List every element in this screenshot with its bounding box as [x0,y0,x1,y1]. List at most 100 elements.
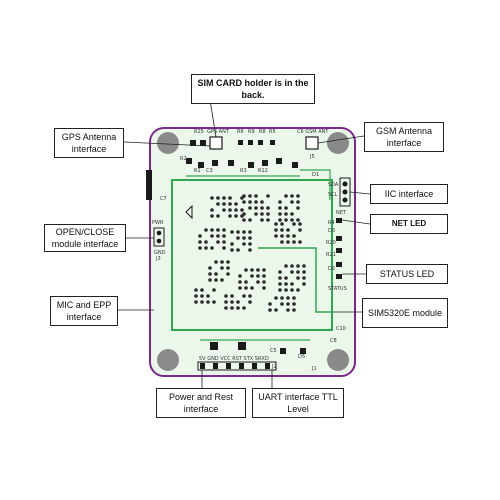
via [230,248,234,252]
callout-gps-antenna: GPS Antenna interface [54,128,124,158]
via [248,236,252,240]
via [290,270,294,274]
via [234,208,238,212]
gsm-antenna-connector [305,136,319,150]
silk-sda: SDA [328,182,339,188]
via [198,234,202,238]
silk-d1: D1 [312,172,319,178]
via [290,282,294,286]
via [228,214,232,218]
via [210,214,214,218]
via [280,240,284,244]
silk-bottom-pins: 5V GND VCC RST STX SRXD [199,356,269,362]
via [220,260,224,264]
via [298,228,302,232]
silk-r1: R1 [194,168,201,174]
via [296,194,300,198]
via [278,282,282,286]
via [280,228,284,232]
via [268,302,272,306]
via [278,276,282,280]
via [194,288,198,292]
callout-status-led: STATUS LED [366,264,448,284]
via [216,214,220,218]
via [290,194,294,198]
via [208,272,212,276]
via [206,294,210,298]
via [262,286,266,290]
via [216,240,220,244]
via [234,202,238,206]
via [222,208,226,212]
via [260,206,264,210]
via [212,288,216,292]
via [204,240,208,244]
via [242,212,246,216]
via [204,246,208,250]
via [274,308,278,312]
via [210,246,214,250]
via [284,282,288,286]
via [280,234,284,238]
via [206,300,210,304]
via [234,214,238,218]
mount-hole-bottom-left [157,349,179,371]
via [302,276,306,280]
via [278,270,282,274]
open-close-header [153,227,165,247]
bottom-header [197,361,277,371]
via [242,306,246,310]
via [230,242,234,246]
via [248,242,252,246]
top-components [186,140,298,168]
via [220,266,224,270]
via [256,274,260,278]
via [226,260,230,264]
mount-hole-top-left [157,132,179,154]
mount-hole-top-right [327,132,349,154]
via [266,194,270,198]
via [286,228,290,232]
silk-r6: R6 [237,129,244,135]
via [214,278,218,282]
via [238,286,242,290]
via [292,302,296,306]
via [280,302,284,306]
bottom-components [210,342,306,354]
mount-hole-bottom-right [327,349,349,371]
via [228,208,232,212]
via [290,218,294,222]
via [290,288,294,292]
via [204,228,208,232]
via [222,228,226,232]
via [248,248,252,252]
via [290,264,294,268]
silk-r5: R5 [269,129,276,135]
silk-r20: R20 [326,240,336,246]
via [280,222,284,226]
silk-c3: C3 [206,168,213,174]
via [284,212,288,216]
via [248,200,252,204]
via [236,306,240,310]
via [262,280,266,284]
via [230,230,234,234]
via [228,202,232,206]
via [284,206,288,210]
via [242,200,246,204]
via [242,218,246,222]
via [224,294,228,298]
via [286,296,290,300]
via [208,278,212,282]
via [286,308,290,312]
via [286,302,290,306]
via [248,300,252,304]
side-connector [146,170,152,200]
via [214,272,218,276]
via [280,296,284,300]
silk-j2: J2 [271,364,277,370]
via [274,234,278,238]
via [210,196,214,200]
via [230,294,234,298]
